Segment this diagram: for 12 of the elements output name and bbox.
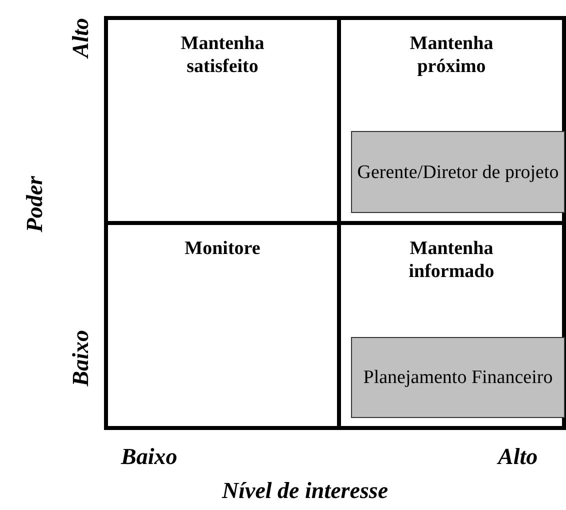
stakeholder-box: Gerente/Diretor de projeto bbox=[351, 131, 565, 213]
axis-tick-label: Baixo bbox=[68, 330, 94, 386]
quadrant-heading: Mantenha satisfeito bbox=[180, 32, 266, 78]
axis-title: Nível de interesse bbox=[222, 478, 388, 504]
stakeholder-box: Planejamento Financeiro bbox=[351, 337, 565, 418]
axis-title: Poder bbox=[22, 176, 48, 232]
quadrant-heading: Monitore bbox=[184, 237, 262, 260]
quadrant-heading: Mantenha próximo bbox=[408, 32, 494, 78]
quadrant-heading: Mantenha informado bbox=[408, 237, 496, 283]
axis-tick-label: Baixo bbox=[121, 444, 178, 470]
axis-tick-label: Alto bbox=[68, 18, 94, 58]
axis-tick-label: Alto bbox=[498, 444, 538, 470]
